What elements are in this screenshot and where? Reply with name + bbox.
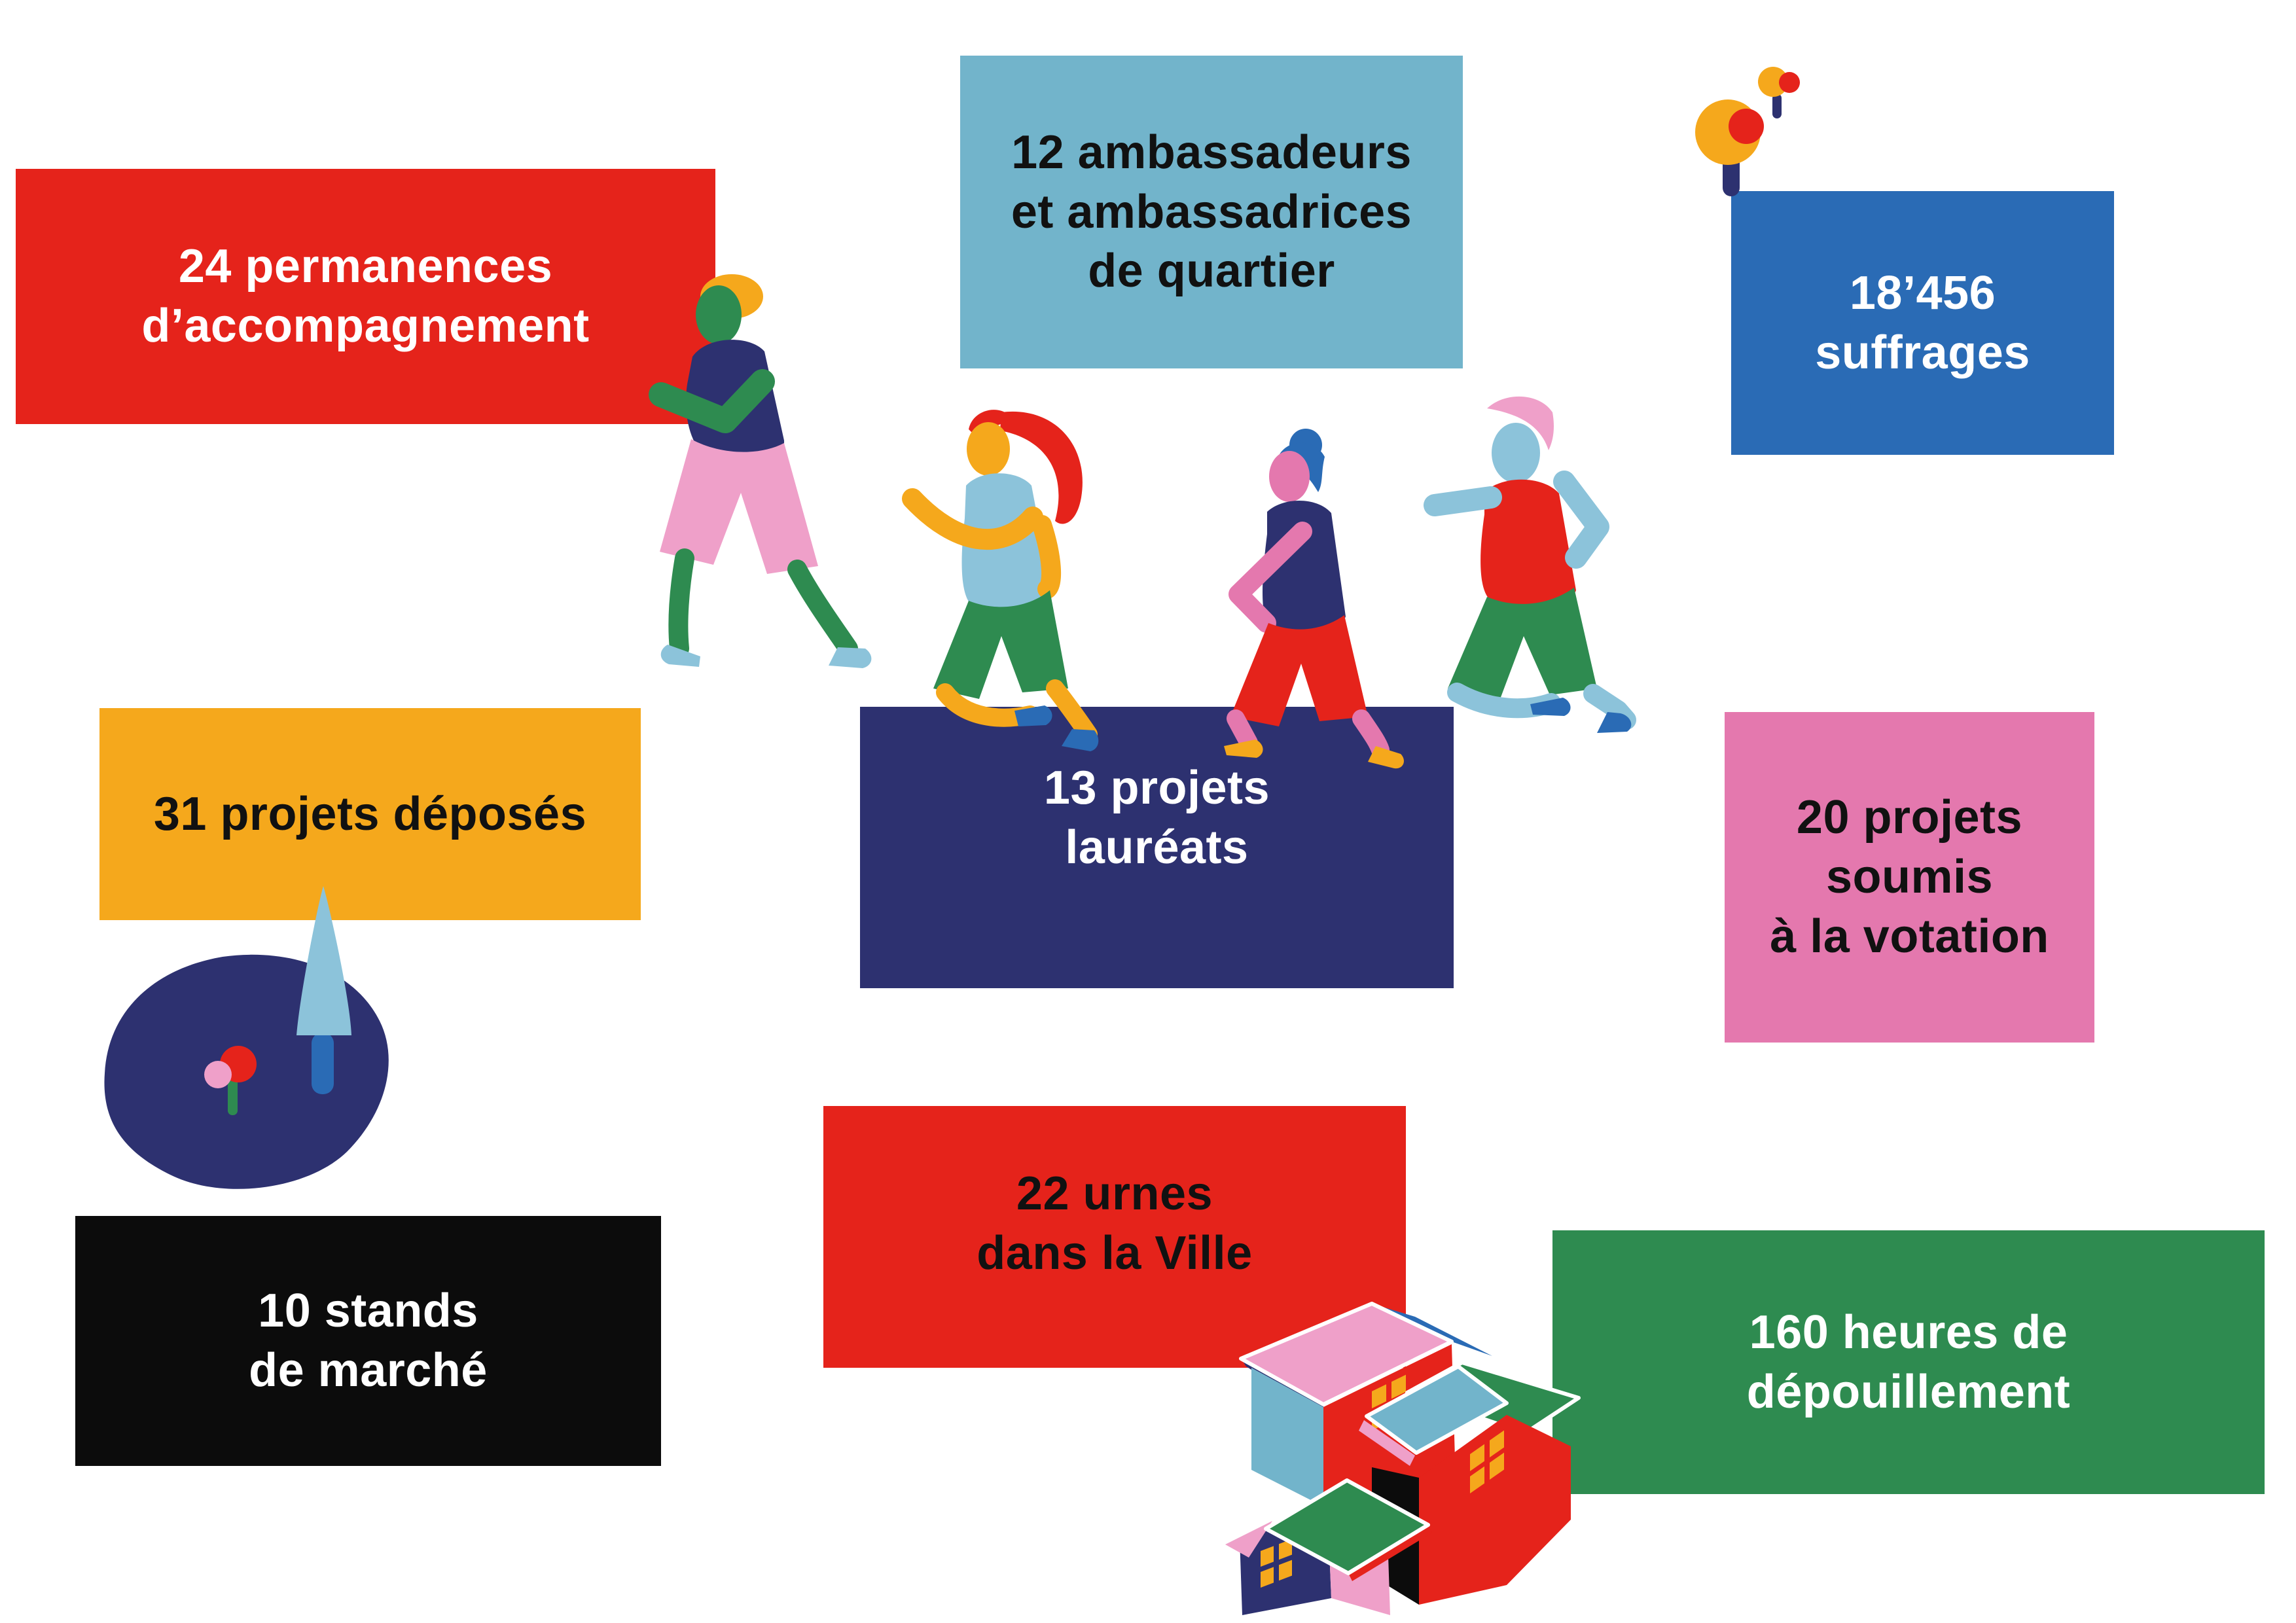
tree-foliage-circle xyxy=(204,1061,232,1088)
tree-foliage-circle xyxy=(1758,67,1788,97)
arm-shape xyxy=(902,488,1043,550)
stat-card-projets-laureats: 13 projets lauréats xyxy=(860,707,1454,988)
leg-shape xyxy=(668,548,694,658)
arm-shape xyxy=(1032,515,1062,599)
shoe-shape xyxy=(1597,712,1632,733)
shoe-shape xyxy=(1224,740,1263,758)
shorts-shape xyxy=(1230,615,1368,726)
house-roof-shape xyxy=(1365,1364,1509,1455)
house-eave-shape xyxy=(1225,1521,1272,1558)
head-shape xyxy=(967,422,1010,476)
window-pane xyxy=(1372,1384,1386,1408)
stat-card-projets-deposes: 31 projets déposés xyxy=(99,708,641,920)
shorts-shape xyxy=(1448,588,1597,699)
runner-icon xyxy=(649,274,872,668)
stat-line: lauréats xyxy=(1065,821,1249,874)
shoe-shape xyxy=(829,647,872,668)
house-wall-shape xyxy=(1251,1368,1323,1507)
window-pane xyxy=(1279,1539,1292,1560)
window-pane xyxy=(1261,1567,1274,1588)
torso-shape xyxy=(1263,500,1346,636)
arm-shape xyxy=(649,369,775,433)
arm-shape xyxy=(1553,471,1609,569)
stat-card-urnes: 22 urnes dans la Ville xyxy=(823,1106,1406,1368)
leg-shape xyxy=(1227,709,1258,752)
stat-card-ambassadeurs: 12 ambassadeurs et ambassadrices de quar… xyxy=(960,56,1463,368)
tree-trunk-shape xyxy=(312,1033,334,1094)
stat-line: soumis xyxy=(1825,851,1994,904)
stat-line: de quartier xyxy=(1088,245,1335,298)
house-eave-shape xyxy=(1348,1525,1432,1581)
house-eave-shape xyxy=(1359,1420,1415,1466)
house-roof-shape xyxy=(1239,1302,1454,1406)
arm-shape xyxy=(1424,486,1502,516)
stat-line: 18’456 xyxy=(1849,266,1996,319)
round-trees-icon xyxy=(1695,67,1800,196)
torso-shape xyxy=(1480,479,1576,609)
stat-line: à la votation xyxy=(1770,910,2049,963)
conifer-tree-shape xyxy=(296,886,351,1035)
stat-card-permanences: 24 permanences d’accompagnement xyxy=(16,169,715,424)
park-blob-icon xyxy=(104,886,389,1189)
stat-line: 22 urnes xyxy=(1016,1168,1213,1221)
arm-shape xyxy=(1229,522,1312,633)
window-pane xyxy=(1490,1452,1504,1480)
head-shape xyxy=(696,285,742,344)
window-pane xyxy=(1490,1430,1504,1457)
head-shape xyxy=(1492,423,1540,483)
leg-shape xyxy=(1046,679,1098,743)
shorts-shape xyxy=(660,439,818,574)
runner-icon xyxy=(902,410,1099,751)
house-front-shape xyxy=(1419,1415,1571,1605)
stat-line: 24 permanences xyxy=(178,240,553,293)
stat-line: 13 projets xyxy=(1043,762,1270,815)
house-window xyxy=(1261,1539,1292,1588)
tree-trunk-shape xyxy=(228,1073,238,1115)
tree-foliage-circle xyxy=(1779,72,1800,93)
shoe-shape xyxy=(1368,746,1404,769)
shorts-shape xyxy=(933,590,1068,699)
stat-line: 160 heures de xyxy=(1749,1306,2068,1359)
hair-shape xyxy=(1487,396,1554,450)
stat-line: 20 projets xyxy=(1796,791,2023,844)
stat-line: et ambassadrices xyxy=(1011,185,1412,238)
stat-line: suffrages xyxy=(1815,326,2030,379)
stat-card-stands: 10 stands de marché xyxy=(75,1216,661,1466)
window-pane xyxy=(1279,1560,1292,1581)
stat-line: 12 ambassadeurs xyxy=(1011,126,1412,179)
tree-trunk-shape xyxy=(1772,94,1782,118)
house-roof-shape xyxy=(1264,1478,1430,1575)
stat-line: dépouillement xyxy=(1746,1365,2071,1418)
house-window xyxy=(1470,1430,1504,1493)
stat-card-suffrages: 18’456 suffrages xyxy=(1731,191,2114,455)
window-pane xyxy=(1470,1466,1484,1493)
shoe-shape xyxy=(1014,705,1052,726)
stat-line: 10 stands xyxy=(258,1285,478,1338)
window-pane xyxy=(1261,1546,1274,1567)
leg-shape xyxy=(1352,709,1390,759)
head-shape xyxy=(1269,451,1310,502)
window-pane xyxy=(1470,1444,1484,1471)
leg-shape xyxy=(787,560,858,658)
stat-line: dans la Ville xyxy=(977,1227,1253,1279)
stat-card-depouillement: 160 heures de dépouillement xyxy=(1552,1230,2265,1494)
window-pane xyxy=(1391,1374,1406,1399)
shoe-shape xyxy=(660,645,700,667)
stat-line: 31 projets déposés xyxy=(153,787,587,840)
ponytail-shape xyxy=(1000,411,1083,524)
shoe-shape xyxy=(1062,729,1099,751)
stat-line: d’accompagnement xyxy=(141,300,590,352)
runner-icon xyxy=(1424,396,1636,733)
tree-foliage-circle xyxy=(1729,109,1764,144)
stat-line: de marché xyxy=(249,1344,488,1397)
houses-cluster-icon xyxy=(1225,1302,1581,1615)
shoe-shape xyxy=(1530,698,1571,716)
stat-card-projets-votation: 20 projets soumis à la votation xyxy=(1725,712,2094,1043)
runner-icon xyxy=(1224,429,1404,769)
